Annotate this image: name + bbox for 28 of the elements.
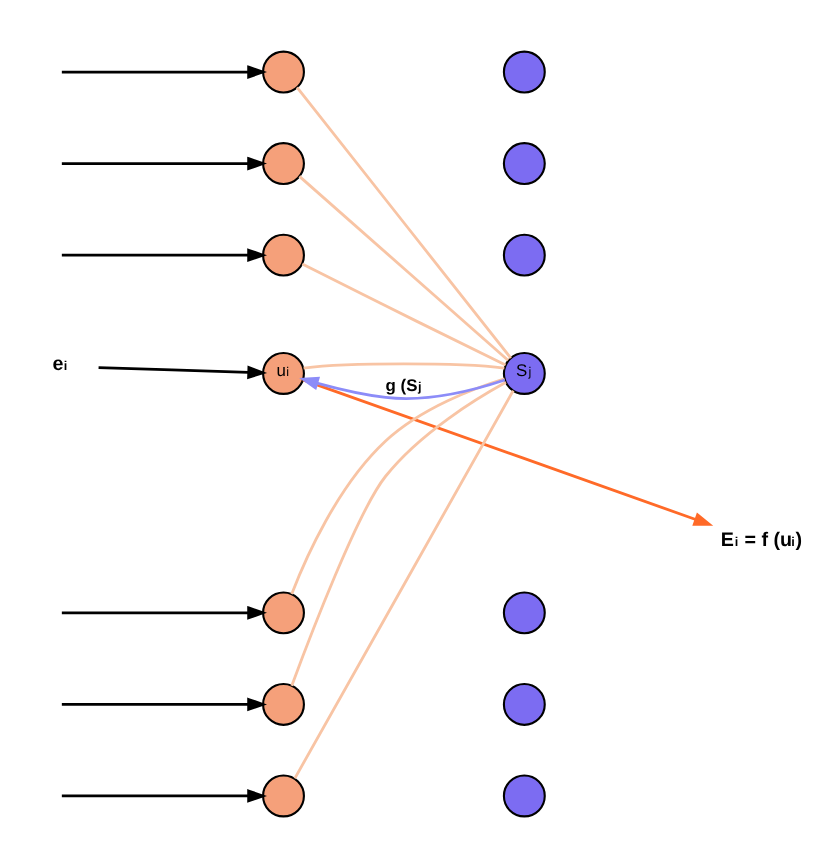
arrow: [61, 789, 267, 803]
node-circle: [262, 142, 305, 186]
arrow: [61, 65, 267, 79]
node-circle: [502, 50, 546, 94]
node-circle: [262, 774, 305, 818]
node-circle: [502, 774, 546, 818]
connector: [295, 86, 512, 359]
arrow: [302, 378, 714, 526]
connector: [301, 262, 507, 367]
arrow: [98, 365, 268, 380]
node-circle: [502, 233, 546, 277]
connector: [303, 362, 505, 370]
arrow: [61, 248, 267, 263]
node-circle: [502, 682, 546, 726]
node-circle: [262, 682, 305, 726]
connector: [293, 389, 515, 780]
arrow: [61, 697, 267, 712]
node-circle: [262, 50, 305, 94]
node-circle: [262, 233, 305, 277]
arrow: [299, 376, 506, 400]
node-circle: [262, 591, 305, 635]
node-circle: [502, 142, 546, 186]
node-circle: [502, 591, 546, 635]
arrow: [61, 605, 267, 620]
connector: [290, 381, 507, 687]
connector: [298, 175, 509, 362]
connector: [290, 377, 505, 595]
arrow: [61, 156, 267, 171]
